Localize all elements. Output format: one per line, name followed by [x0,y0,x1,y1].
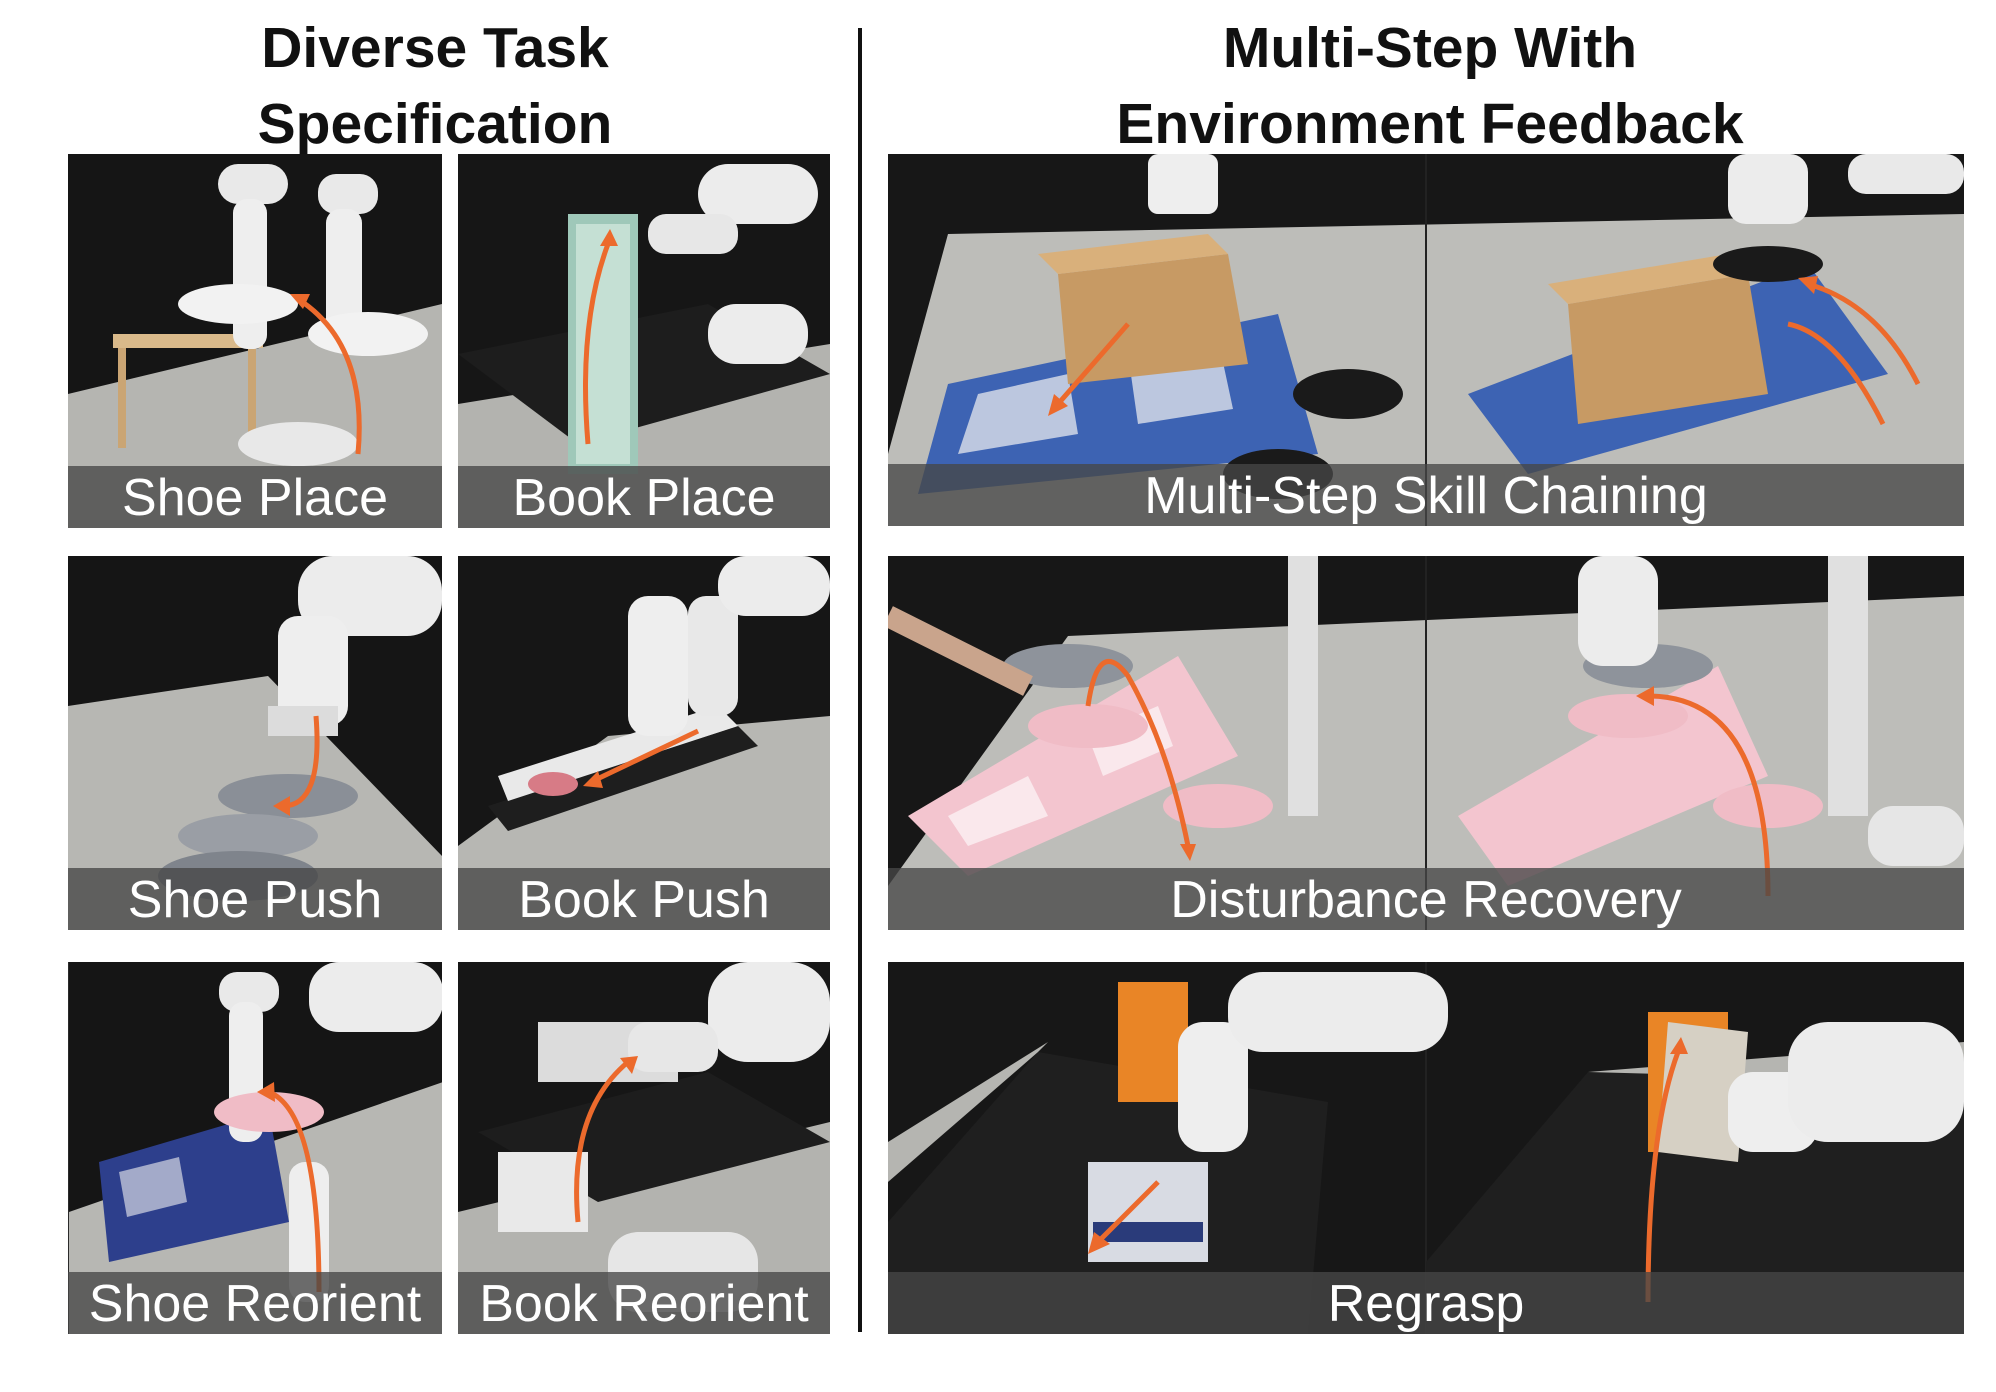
caption-shoe-reorient: Shoe Reorient [68,1272,442,1334]
caption-shoe-push: Shoe Push [68,868,442,930]
caption-regrasp: Regrasp [888,1272,1964,1334]
left-heading-line-1: Diverse Task [261,16,609,80]
caption-shoe-place: Shoe Place [68,466,442,528]
caption-skill-chaining: Multi-Step Skill Chaining [888,464,1964,526]
panel-shoe-push: Shoe Push [68,556,442,930]
panel-book-place: Book Place [458,154,830,528]
panel-skill-chaining: Multi-Step Skill Chaining [888,154,1964,526]
shoe-push-image [68,556,442,930]
caption-disturbance-recovery: Disturbance Recovery [888,868,1964,930]
caption-book-place: Book Place [458,466,830,528]
caption-book-reorient: Book Reorient [458,1272,830,1334]
column-divider [858,28,862,1332]
left-heading: Diverse Task Specification [110,10,760,162]
panel-book-reorient: Book Reorient [458,962,830,1334]
panel-regrasp: Regrasp [888,962,1964,1334]
left-heading-line-2: Specification [257,92,613,156]
right-heading: Multi-Step With Environment Feedback [990,10,1870,162]
right-heading-line-1: Multi-Step With [1222,16,1638,80]
panel-shoe-place: Shoe Place [68,154,442,528]
disturbance-recovery-image [888,556,1964,930]
panel-disturbance-recovery: Disturbance Recovery [888,556,1964,930]
panel-shoe-reorient: Shoe Reorient [68,962,442,1334]
right-heading-line-2: Environment Feedback [1116,92,1744,156]
panel-book-push: Book Push [458,556,830,930]
caption-book-push: Book Push [458,868,830,930]
